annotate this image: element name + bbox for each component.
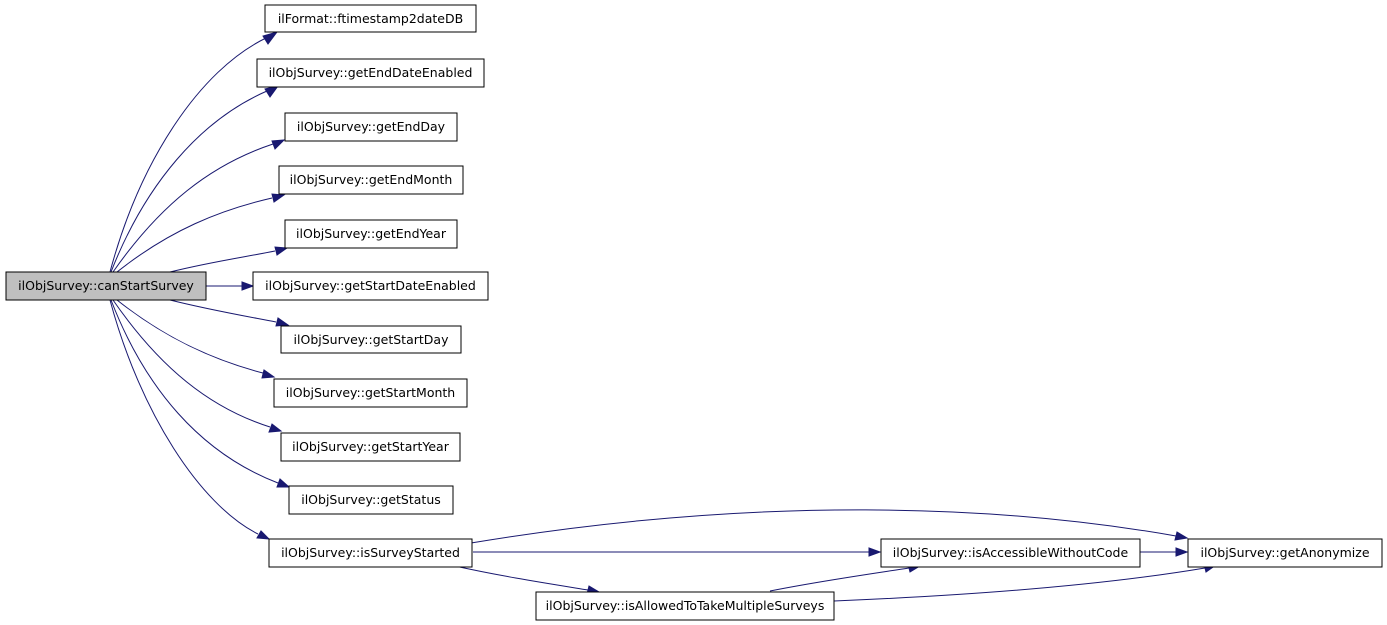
node-label: ilFormat::ftimestamp2dateDB [278,11,463,26]
node-label: ilObjSurvey::getEndMonth [290,172,453,187]
edge-isAllowedToTakeMultipleSurveys-getAnonymize [833,563,1218,602]
node-label: ilObjSurvey::getStartDay [294,332,450,347]
node-get-end-month[interactable]: ilObjSurvey::getEndMonth [278,165,464,195]
node-get-end-date-enabled[interactable]: ilObjSurvey::getEndDateEnabled [256,58,485,88]
node-get-start-month[interactable]: ilObjSurvey::getStartMonth [273,378,468,408]
node-is-survey-started[interactable]: ilObjSurvey::isSurveyStarted [268,538,473,568]
edge-isSurveyStarted-isAllowedToTakeMultipleSurveys [454,565,601,595]
node-is-accessible-without-code[interactable]: ilObjSurvey::isAccessibleWithoutCode [880,538,1141,568]
node-get-end-year[interactable]: ilObjSurvey::getEndYear [284,219,458,249]
node-get-start-day[interactable]: ilObjSurvey::getStartDay [280,325,462,354]
node-label: ilObjSurvey::getEndDateEnabled [269,65,473,80]
node-label: ilObjSurvey::getStatus [301,492,441,507]
node-get-start-date-enabled[interactable]: ilObjSurvey::getStartDateEnabled [252,271,489,301]
edge-root-ftimestamp2dateDB [109,31,279,273]
node-ftimestamp2datedb[interactable]: ilFormat::ftimestamp2dateDB [264,4,477,33]
node-get-anonymize[interactable]: ilObjSurvey::getAnonymize [1187,538,1383,568]
edge-root-getStartDateEnabled [206,281,255,291]
edge-root-getStatus [110,299,291,488]
edge-isSurveyStarted-getAnonymize [470,509,1189,544]
node-label: ilObjSurvey::getStartMonth [286,385,455,400]
node-label: ilObjSurvey::getStartDateEnabled [265,278,476,293]
node-get-end-day[interactable]: ilObjSurvey::getEndDay [284,112,458,142]
edge-root-getEndYear [169,246,289,273]
node-label: ilObjSurvey::isAccessibleWithoutCode [893,545,1129,560]
edge-root-getStartYear [112,299,283,433]
edge-isAccessibleWithoutCode-getAnonymize [1140,547,1189,557]
edge-root-getStartMonth [116,299,276,379]
edge-root-isSurveyStarted [109,299,271,540]
node-label: ilObjSurvey::getStartYear [292,439,450,454]
node-label: ilObjSurvey::canStartSurvey [18,278,194,293]
node-can-start-survey[interactable]: ilObjSurvey::canStartSurvey [5,271,207,301]
node-label: ilObjSurvey::getEndYear [296,226,447,241]
node-label: ilObjSurvey::getEndDay [297,119,446,134]
edge-root-getEndDay [112,139,286,273]
edge-isAllowedToTakeMultipleSurveys-isAccessibleWithoutCode [769,563,922,592]
edge-root-getEndMonth [116,193,286,273]
node-label: ilObjSurvey::getAnonymize [1200,545,1369,560]
edge-root-getStartDay [169,299,290,327]
edge-root-getEndDateEnabled [110,85,280,273]
node-label: ilObjSurvey::isSurveyStarted [281,545,460,560]
node-is-allowed-to-take-multiple-surveys[interactable]: ilObjSurvey::isAllowedToTakeMultipleSurv… [535,591,835,621]
node-get-status[interactable]: ilObjSurvey::getStatus [288,485,454,515]
node-label: ilObjSurvey::isAllowedToTakeMultipleSurv… [546,598,825,613]
node-get-start-year[interactable]: ilObjSurvey::getStartYear [280,432,461,462]
edge-isSurveyStarted-isAccessibleWithoutCode [473,547,882,557]
